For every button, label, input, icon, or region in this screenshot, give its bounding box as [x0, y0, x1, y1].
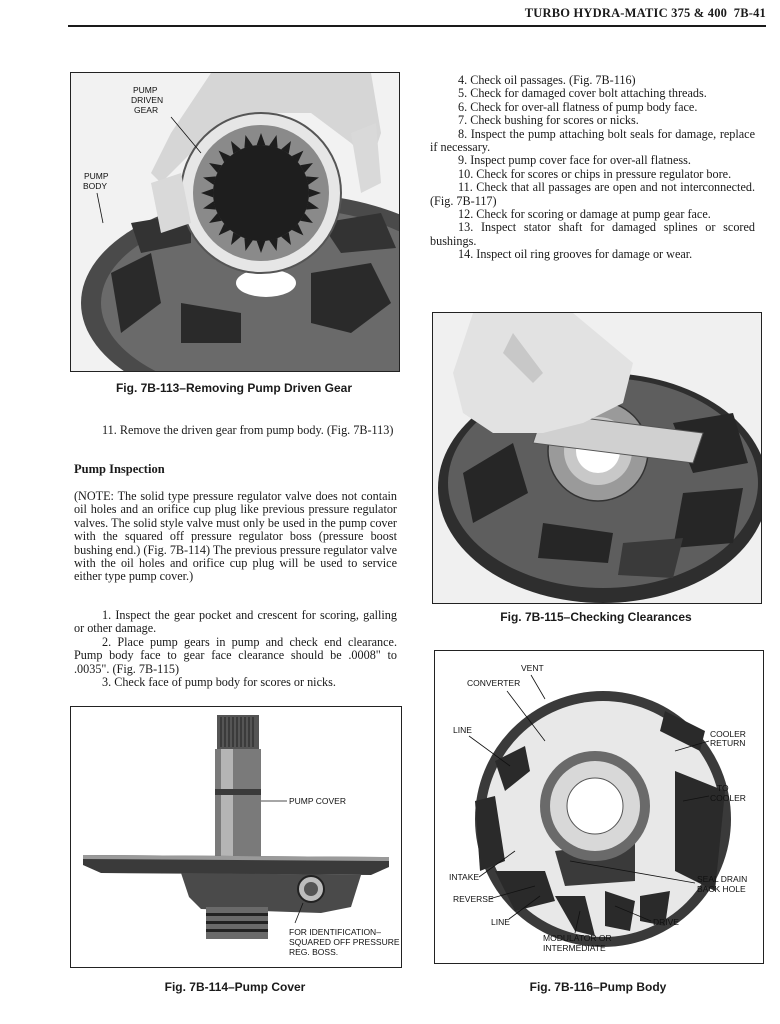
- page-header: TURBO HYDRA-MATIC 375 & 400 7B-41: [0, 6, 766, 21]
- gear-tooth: [203, 201, 216, 210]
- step-11-text: 11. Remove the driven gear from pump bod…: [74, 423, 397, 437]
- label-line-2: LINE: [491, 917, 510, 927]
- figure-116-photo: VENT CONVERTER LINE COOLER RETURN TO COO…: [434, 650, 764, 964]
- label-identification: FOR IDENTIFICATION–: [289, 927, 381, 937]
- label-to: TO: [717, 783, 729, 793]
- figure-114-photo: PUMP COVER FOR IDENTIFICATION– SQUARED O…: [70, 706, 402, 968]
- gear-tooth: [300, 163, 313, 173]
- label-driven: DRIVEN: [131, 95, 163, 105]
- label-body: BODY: [83, 181, 107, 191]
- gear-tooth: [203, 176, 216, 185]
- step-9: 9. Inspect pump cover face for over-all …: [458, 153, 691, 168]
- gear-tooth: [256, 133, 266, 146]
- label-reg-boss: REG. BOSS.: [289, 947, 338, 957]
- gear-tooth: [244, 135, 253, 148]
- step-3: 3. Check face of pump body for scores or…: [102, 675, 336, 690]
- label-reverse: REVERSE: [453, 894, 494, 904]
- note-paragraph: (NOTE: The solid type pressure regulator…: [74, 489, 397, 584]
- label-vent: VENT: [521, 663, 544, 673]
- step-5: 5. Check for damaged cover bolt attachin…: [458, 86, 707, 101]
- label-return: RETURN: [710, 738, 745, 748]
- step-1: 1. Inspect the gear pocket and crescent …: [74, 608, 397, 636]
- label-back-hole: BACK HOLE: [697, 884, 746, 894]
- gear-tooth: [231, 232, 241, 245]
- gear-tooth: [281, 232, 291, 245]
- pump-body-photo: VENT CONVERTER LINE COOLER RETURN TO COO…: [435, 651, 763, 963]
- note-text: (NOTE: The solid type pressure regulator…: [74, 489, 397, 584]
- gear-tooth: [256, 240, 266, 253]
- label-seal-drain: SEAL DRAIN: [697, 874, 747, 884]
- label-intake: INTAKE: [449, 872, 479, 882]
- gear-tooth: [300, 213, 313, 223]
- pump-driven-gear-photo: PUMP DRIVEN GEAR PUMP BODY: [71, 73, 399, 371]
- step-11b: 11. Check that all passages are open and…: [430, 180, 755, 208]
- label-cooler: COOLER: [710, 729, 746, 739]
- step-7: 7. Check bushing for scores or nicks.: [458, 113, 639, 128]
- figure-116-caption: Fig. 7B-116–Pump Body: [529, 980, 667, 994]
- header-page-number: 7B-41: [733, 6, 766, 20]
- step-10: 10. Check for scores or chips in pressur…: [458, 166, 732, 181]
- gear-tooth: [209, 163, 222, 173]
- step-6: 6. Check for over-all flatness of pump b…: [458, 99, 698, 114]
- right-steps: 4. Check oil passages. (Fig. 7B-116) 5. …: [430, 73, 755, 262]
- label-intermediate: INTERMEDIATE: [543, 943, 606, 953]
- label-pump: PUMP: [133, 85, 158, 95]
- gear-tooth: [209, 213, 222, 223]
- step-8: 8. Inspect the pump attaching bolt seals…: [430, 126, 755, 155]
- header-rule: [68, 25, 766, 27]
- gear-tooth: [308, 188, 321, 198]
- gear-tooth: [306, 201, 319, 210]
- gear-tooth: [201, 188, 214, 198]
- label-converter: CONVERTER: [467, 678, 520, 688]
- figure-114-caption: Fig. 7B-114–Pump Cover: [164, 980, 306, 994]
- left-steps: 1. Inspect the gear pocket and crescent …: [74, 608, 397, 690]
- label-modulator: MODULATOR OR: [543, 933, 612, 943]
- gear-tooth: [269, 238, 278, 251]
- pump-cover-photo: PUMP COVER FOR IDENTIFICATION– SQUARED O…: [71, 707, 401, 967]
- label-to-cooler: COOLER: [710, 793, 746, 803]
- gear-tooth: [218, 150, 231, 163]
- gear-tooth: [269, 135, 278, 148]
- gear-tooth: [218, 223, 231, 236]
- label-pump-cover: PUMP COVER: [289, 796, 346, 806]
- step-12: 12. Check for scoring or damage at pump …: [458, 207, 711, 222]
- label-drive: DRIVE: [653, 917, 679, 927]
- gear-tooth: [306, 176, 319, 185]
- pump-inspection-heading: Pump Inspection: [74, 462, 165, 476]
- step-2: 2. Place pump gears in pump and check en…: [74, 634, 397, 676]
- gear-tooth: [291, 223, 304, 236]
- checking-clearances-photo: [433, 313, 761, 603]
- gear-tooth: [281, 141, 291, 154]
- label-line: LINE: [453, 725, 472, 735]
- gear-tooth: [231, 141, 241, 154]
- figure-115-caption: Fig. 7B-115–Checking Clearances: [500, 610, 692, 624]
- figure-115-photo: [432, 312, 762, 604]
- gear-tooth: [244, 238, 253, 251]
- label-pump-2: PUMP: [84, 171, 109, 181]
- figure-113-photo: PUMP DRIVEN GEAR PUMP BODY: [70, 72, 400, 372]
- step-11: 11. Remove the driven gear from pump bod…: [102, 423, 394, 437]
- step-13: 13. Inspect stator shaft for damaged spl…: [430, 220, 755, 248]
- step-4: 4. Check oil passages. (Fig. 7B-116): [458, 73, 636, 87]
- label-gear: GEAR: [134, 105, 158, 115]
- step-14: 14. Inspect oil ring grooves for damage …: [458, 247, 693, 262]
- header-title: TURBO HYDRA-MATIC 375 & 400: [524, 6, 728, 20]
- label-squared-off: SQUARED OFF PRESSURE: [289, 937, 400, 947]
- figure-113-caption: Fig. 7B-113–Removing Pump Driven Gear: [115, 381, 353, 395]
- gear-tooth: [291, 150, 304, 163]
